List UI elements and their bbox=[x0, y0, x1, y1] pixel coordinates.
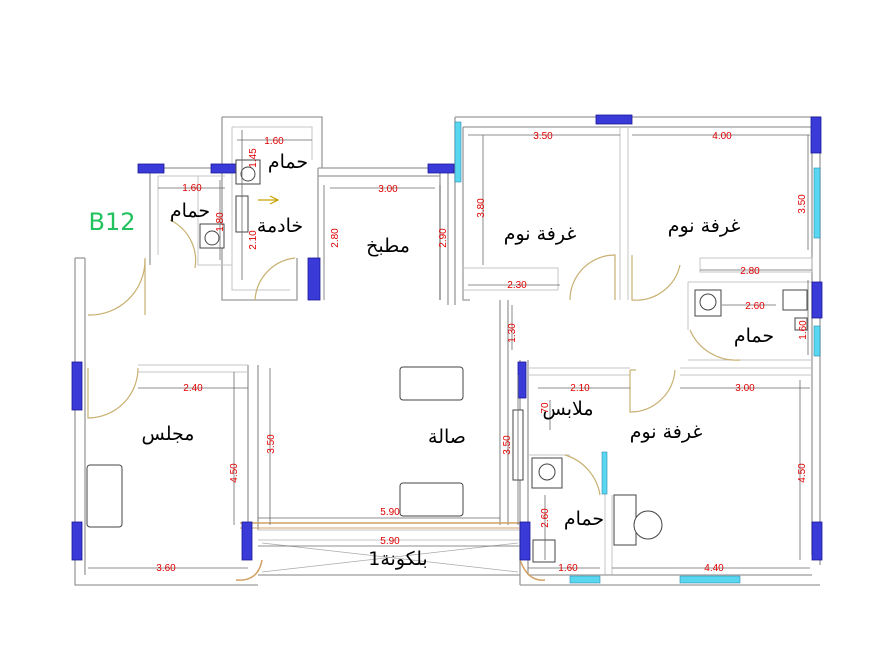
armchair-icon bbox=[86, 464, 123, 528]
dim-hall-w: 5.90 bbox=[380, 507, 400, 518]
shower-icon bbox=[782, 289, 808, 311]
dim-bed3-bottom: 4.40 bbox=[704, 563, 724, 574]
dim-bath-top-h: 1.45 bbox=[248, 148, 259, 168]
room-label-wardrobe: ملابس bbox=[542, 398, 593, 420]
dim-bed3-h: 4.50 bbox=[797, 463, 808, 483]
dim-majlis-w: 2.40 bbox=[183, 383, 203, 394]
shower-icon bbox=[532, 539, 556, 563]
dim-bath-right-h: 1.60 bbox=[798, 320, 809, 340]
dim-wardrobe-h: 70 bbox=[540, 402, 551, 414]
dim-hall-h: 3.50 bbox=[266, 434, 277, 454]
dim-corridor-h: 2.90 bbox=[438, 228, 449, 248]
dim-bath-left-w: 1.60 bbox=[182, 183, 202, 194]
dim-majlis-h: 4.50 bbox=[229, 463, 240, 483]
room-label-bath-top: حمام bbox=[268, 151, 308, 173]
room-label-balcony: بلكونة1 bbox=[368, 548, 427, 570]
room-label-majlis: مجلس bbox=[142, 423, 195, 445]
room-label-bedroom-1: غرفة نوم bbox=[504, 223, 577, 245]
room-label-bedroom-3: غرفة نوم bbox=[630, 421, 703, 443]
dim-bath-bottom-h: 2.60 bbox=[540, 508, 551, 528]
room-label-maid: خادمة bbox=[257, 215, 303, 237]
dim-bed2-h: 3.50 bbox=[797, 194, 808, 214]
vanity-icon bbox=[613, 494, 637, 546]
dim-kitchen-h: 2.80 bbox=[330, 228, 341, 248]
room-label-hall: صالة bbox=[428, 426, 466, 448]
dim-bed1-wardrobe: 2.30 bbox=[507, 280, 527, 291]
dimension-texts: 1.60 1.45 1.60 1.80 2.10 3.00 2.80 2.90 … bbox=[156, 131, 809, 574]
dim-bed2-w: 4.00 bbox=[712, 131, 732, 142]
unit-code: B12 bbox=[88, 208, 135, 236]
windows bbox=[71, 114, 823, 584]
sofa-icon bbox=[399, 482, 464, 517]
dim-tv-h: 3.50 bbox=[502, 435, 513, 455]
dim-bath-bottom-w: 1.60 bbox=[558, 563, 578, 574]
dim-bath-left-h: 1.80 bbox=[215, 212, 226, 232]
room-label-bath-right: حمام bbox=[734, 325, 774, 347]
sofa-icon bbox=[399, 366, 464, 401]
dim-maid-h: 2.10 bbox=[248, 230, 259, 250]
dimension-lines bbox=[88, 130, 812, 569]
dim-kitchen-w: 3.00 bbox=[378, 184, 398, 195]
dim-bed1-h: 3.80 bbox=[476, 198, 487, 218]
dim-bed3-w: 3.00 bbox=[735, 383, 755, 394]
dim-wardrobe-w: 2.10 bbox=[570, 383, 590, 394]
room-label-kitchen: مطبخ bbox=[366, 235, 410, 257]
room-label-bath-bottom: حمام bbox=[564, 508, 604, 530]
room-labels: حمام حمام خادمة مطبخ غرفة نوم غرفة نوم ح… bbox=[88, 151, 774, 570]
dim-bed2-wardrobe: 2.80 bbox=[740, 266, 760, 277]
dim-majlis-bottom: 3.60 bbox=[156, 563, 176, 574]
dim-bed1-w: 3.50 bbox=[533, 131, 553, 142]
room-label-bedroom-2: غرفة نوم bbox=[668, 215, 741, 237]
room-label-bath-left: حمام bbox=[170, 200, 210, 222]
toilet-icon bbox=[633, 510, 663, 540]
dim-hall-gap: 1.30 bbox=[507, 323, 518, 343]
dim-bath-top-w: 1.60 bbox=[264, 136, 284, 147]
dim-bath-right-w: 2.60 bbox=[745, 301, 765, 312]
doors bbox=[87, 219, 741, 496]
dim-balcony-w: 5.90 bbox=[380, 536, 400, 547]
